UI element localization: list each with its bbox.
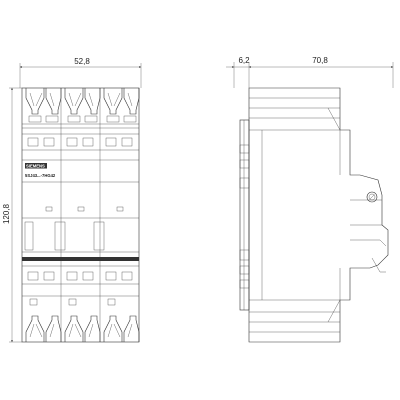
- toggle-handles: [22, 206, 139, 253]
- bottom-terminals: [25, 315, 140, 342]
- front-height-label: 120,8: [2, 203, 11, 224]
- front-height-dimension: 120,8: [2, 87, 22, 343]
- side-screw-icon: [366, 191, 378, 203]
- upper-cover: [22, 127, 139, 161]
- front-housing-outline: [21, 87, 140, 343]
- din-band: [22, 257, 139, 261]
- side-front-face: [239, 119, 250, 311]
- side-housing: [248, 87, 389, 343]
- side-depth-label: 70,8: [312, 56, 328, 65]
- top-terminals: [22, 88, 140, 125]
- front-nameplate: SIEMENS 5SJ43...-7HG42: [22, 163, 139, 183]
- brand-plate: [25, 163, 47, 169]
- brand-label: SIEMENS: [26, 163, 45, 168]
- side-dimensions: 6,2 70,8: [226, 56, 394, 88]
- type-code-label: 5SJ43...-7HG42: [25, 173, 56, 178]
- front-width-dimension: 52,8: [19, 57, 142, 88]
- front-view: 52,8 120,8: [2, 57, 142, 343]
- lower-cover: [22, 265, 139, 306]
- side-view: 6,2 70,8: [226, 56, 394, 343]
- side-offset-label: 6,2: [238, 56, 250, 65]
- front-width-label: 52,8: [74, 57, 90, 66]
